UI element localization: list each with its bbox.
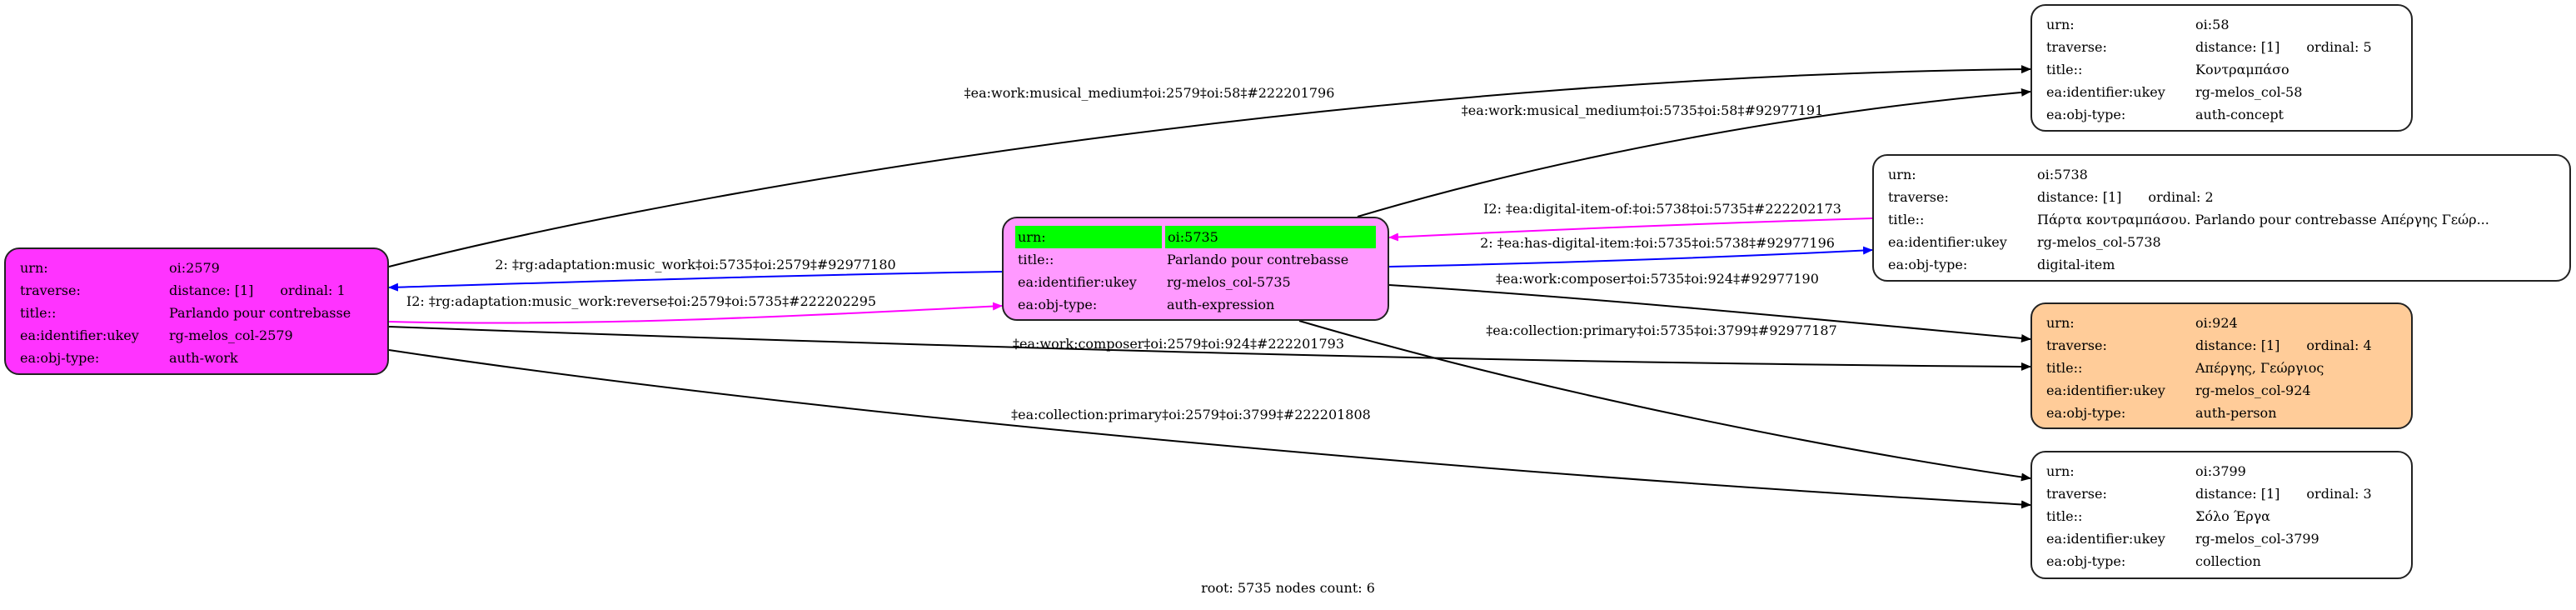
edge-5738-5735[interactable]: I2: ‡ea:digital-item-of:‡oi:5738‡oi:5735…	[1388, 201, 1873, 242]
title-value: Parlando pour contrebasse	[1167, 252, 1349, 268]
edge-label: ‡ea:work:musical_medium‡oi:2579‡oi:58‡#2…	[964, 85, 1335, 101]
urn-value: oi:5735	[1165, 226, 1376, 248]
ukey-label: ea:identifier:ukey	[2046, 84, 2165, 100]
edge-2579-3799[interactable]: ‡ea:collection:primary‡oi:2579‡oi:3799‡#…	[388, 349, 2031, 509]
obj-type-value: auth-person	[2195, 405, 2277, 421]
urn-label: urn:	[2046, 17, 2075, 32]
ukey-value: rg-melos_col-5735	[1167, 274, 1291, 290]
urn-value: oi:2579	[169, 260, 220, 276]
urn-label: urn:	[2046, 315, 2075, 331]
node-oi-924[interactable]: urn: oi:924 traverse: distance: [1] ordinal…	[2030, 302, 2413, 429]
ukey-label: ea:identifier:ukey	[20, 328, 139, 343]
edge-5735-2579[interactable]: 2: ‡rg:adaptation:music_work‡oi:5735‡oi:…	[388, 257, 1003, 292]
obj-type-value: auth-work	[169, 350, 238, 366]
title-label: title::	[1888, 212, 1925, 228]
urn-label: urn:	[20, 260, 48, 276]
obj-type-label: ea:obj-type:	[1888, 257, 1968, 272]
obj-type-value: digital-item	[2037, 257, 2115, 272]
edge-5735-924[interactable]: ‡ea:work:composer‡oi:5735‡oi:924‡#929771…	[1388, 271, 2031, 342]
title-value: Κοντραμπάσο	[2195, 62, 2290, 78]
obj-type-label: ea:obj-type:	[2046, 405, 2126, 421]
ordinal-value: ordinal: 3	[2306, 486, 2372, 502]
edge-label: ‡ea:work:composer‡oi:5735‡oi:924‡#929771…	[1496, 271, 1819, 287]
distance-value: distance: [1]	[2037, 189, 2122, 205]
title-label: title::	[20, 305, 57, 321]
node-oi-3799[interactable]: urn: oi:3799 traverse: distance: [1] ordina…	[2030, 451, 2413, 579]
title-value: Πάρτα κοντραμπάσου. Parlando pour contre…	[2037, 212, 2489, 228]
edge-label: I2: ‡ea:digital-item-of:‡oi:5738‡oi:5735…	[1483, 201, 1841, 217]
ukey-value: rg-melos_col-2579	[169, 328, 293, 343]
traverse-label: traverse:	[2046, 39, 2107, 55]
title-value: Parlando pour contrebasse	[169, 305, 351, 321]
traverse-label: traverse:	[2046, 338, 2107, 353]
traverse-label: traverse:	[20, 282, 81, 298]
obj-type-label: ea:obj-type:	[1018, 297, 1098, 312]
obj-type-value: auth-concept	[2195, 107, 2284, 122]
ukey-label: ea:identifier:ukey	[1018, 274, 1137, 290]
obj-type-label: ea:obj-type:	[2046, 107, 2126, 122]
title-label: title::	[1018, 252, 1054, 268]
ukey-value: rg-melos_col-5738	[2037, 234, 2161, 250]
obj-type-value: collection	[2195, 553, 2261, 569]
edge-label: I2: ‡rg:adaptation:music_work:reverse‡oi…	[406, 293, 876, 309]
title-value: Σόλο Έργα	[2195, 508, 2270, 524]
edge-2579-58[interactable]: ‡ea:work:musical_medium‡oi:2579‡oi:58‡#2…	[388, 65, 2031, 268]
edge-label: 2: ‡ea:has-digital-item:‡oi:5735‡oi:5738…	[1480, 235, 1835, 251]
distance-value: distance: [1]	[2195, 39, 2280, 55]
edge-label: ‡ea:collection:primary‡oi:5735‡oi:3799‡#…	[1486, 322, 1837, 338]
traverse-label: traverse:	[1888, 189, 1949, 205]
ordinal-value: ordinal: 4	[2306, 338, 2372, 353]
ordinal-value: ordinal: 1	[280, 282, 346, 298]
urn-label: urn:	[1015, 226, 1162, 248]
ordinal-value: ordinal: 2	[2148, 189, 2214, 205]
ordinal-value: ordinal: 5	[2306, 39, 2372, 55]
distance-value: distance: [1]	[2195, 338, 2280, 353]
ukey-label: ea:identifier:ukey	[2046, 531, 2165, 547]
obj-type-label: ea:obj-type:	[20, 350, 100, 366]
title-label: title::	[2046, 62, 2083, 78]
obj-type-label: ea:obj-type:	[2046, 553, 2126, 569]
urn-label: urn:	[1888, 167, 1916, 182]
title-value: Απέργης, Γεώργιος	[2195, 360, 2324, 376]
node-oi-5735-root[interactable]: urn:oi:5735 title::Parlando pour contreb…	[1002, 217, 1389, 321]
graph-footer: root: 5735 nodes count: 6	[1201, 580, 1375, 596]
urn-value: oi:58	[2195, 17, 2230, 32]
node-oi-5738[interactable]: urn: oi:5738 traverse: distance: [1] ordina…	[1872, 154, 2571, 282]
urn-value: oi:5738	[2037, 167, 2088, 182]
traverse-label: traverse:	[2046, 486, 2107, 502]
node-oi-58[interactable]: urn: oi:58 traverse: distance: [1] ordinal:…	[2030, 4, 2413, 132]
edge-2579-5735[interactable]: I2: ‡rg:adaptation:music_work:reverse‡oi…	[388, 293, 1003, 324]
ukey-value: rg-melos_col-3799	[2195, 531, 2319, 547]
edge-5735-58[interactable]: ‡ea:work:musical_medium‡oi:5735‡oi:58‡#9…	[1357, 88, 2031, 218]
urn-value: oi:3799	[2195, 463, 2246, 479]
ukey-value: rg-melos_col-924	[2195, 382, 2311, 398]
edge-5735-5738[interactable]: 2: ‡ea:has-digital-item:‡oi:5735‡oi:5738…	[1388, 235, 1873, 268]
edge-label: ‡ea:work:musical_medium‡oi:5735‡oi:58‡#9…	[1462, 102, 1824, 118]
urn-label: urn:	[2046, 463, 2075, 479]
distance-value: distance: [1]	[2195, 486, 2280, 502]
node-oi-2579[interactable]: urn: oi:2579 traverse: distance: [1] ordina…	[4, 248, 389, 375]
edge-label: ‡ea:work:composer‡oi:2579‡oi:924‡#222201…	[1013, 336, 1344, 352]
ukey-label: ea:identifier:ukey	[2046, 382, 2165, 398]
edge-5735-3799[interactable]: ‡ea:collection:primary‡oi:5735‡oi:3799‡#…	[1298, 320, 2031, 482]
edge-2579-924[interactable]: ‡ea:work:composer‡oi:2579‡oi:924‡#222201…	[388, 326, 2031, 371]
ukey-value: rg-melos_col-58	[2195, 84, 2303, 100]
obj-type-value: auth-expression	[1167, 297, 1275, 312]
title-label: title::	[2046, 508, 2083, 524]
title-label: title::	[2046, 360, 2083, 376]
urn-value: oi:924	[2195, 315, 2238, 331]
ukey-label: ea:identifier:ukey	[1888, 234, 2007, 250]
distance-value: distance: [1]	[169, 282, 254, 298]
edge-label: 2: ‡rg:adaptation:music_work‡oi:5735‡oi:…	[495, 257, 895, 272]
edge-label: ‡ea:collection:primary‡oi:2579‡oi:3799‡#…	[1011, 407, 1371, 422]
